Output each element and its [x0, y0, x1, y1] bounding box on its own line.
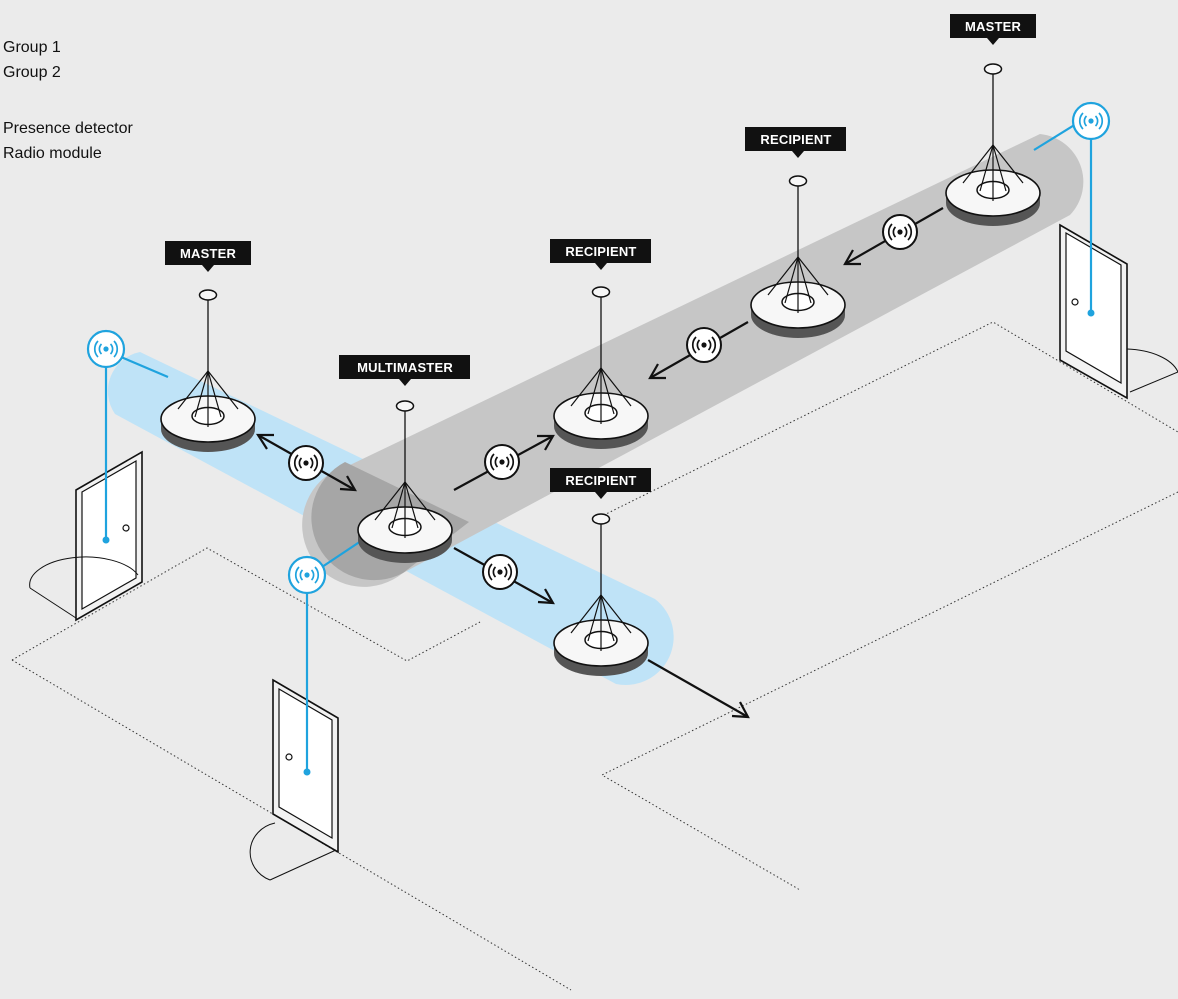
label-master-left: MASTER	[165, 241, 251, 272]
label-recipient-low: RECIPIENT	[550, 468, 651, 499]
arrow-icon	[647, 659, 749, 718]
radio-terminal-right	[1087, 309, 1095, 317]
door-right	[1059, 223, 1178, 400]
label-multimaster-text: MULTIMASTER	[357, 360, 453, 375]
legend-radio-module: Radio module	[3, 145, 102, 162]
radio-module-icon-right	[1071, 101, 1111, 141]
label-recipient-mid: RECIPIENT	[550, 239, 651, 270]
floor-outline-right	[600, 491, 1178, 891]
radio-signal-icon	[482, 554, 518, 590]
radio-terminal-left	[102, 536, 110, 544]
floor-outline-left	[11, 547, 481, 662]
door-bottom	[249, 678, 339, 881]
label-master-left-text: MASTER	[180, 246, 236, 261]
legend-presence-detector: Presence detector	[3, 120, 133, 137]
radio-signal-icon	[484, 444, 520, 480]
radio-wiring	[104, 123, 1093, 772]
label-master-right-text: MASTER	[965, 19, 1022, 34]
door-left	[29, 450, 143, 622]
radio-signal-icon	[686, 327, 722, 363]
radio-terminal-bottom	[303, 768, 311, 776]
label-recipient-low-text: RECIPIENT	[565, 473, 636, 488]
radio-signal-icon	[288, 445, 324, 481]
label-multimaster: MULTIMASTER	[339, 355, 470, 386]
radio-signal-icon	[882, 214, 918, 250]
label-recipient-upper: RECIPIENT	[745, 127, 846, 158]
legend-group-2: Group 2	[3, 64, 61, 81]
radio-module-icon-left	[86, 329, 126, 369]
label-recipient-mid-text: RECIPIENT	[565, 244, 636, 259]
legend-group-1: Group 1	[3, 39, 61, 56]
label-recipient-upper-text: RECIPIENT	[760, 132, 831, 147]
label-master-right: MASTER	[950, 14, 1036, 45]
radio-module-icon-bottom	[287, 555, 327, 595]
